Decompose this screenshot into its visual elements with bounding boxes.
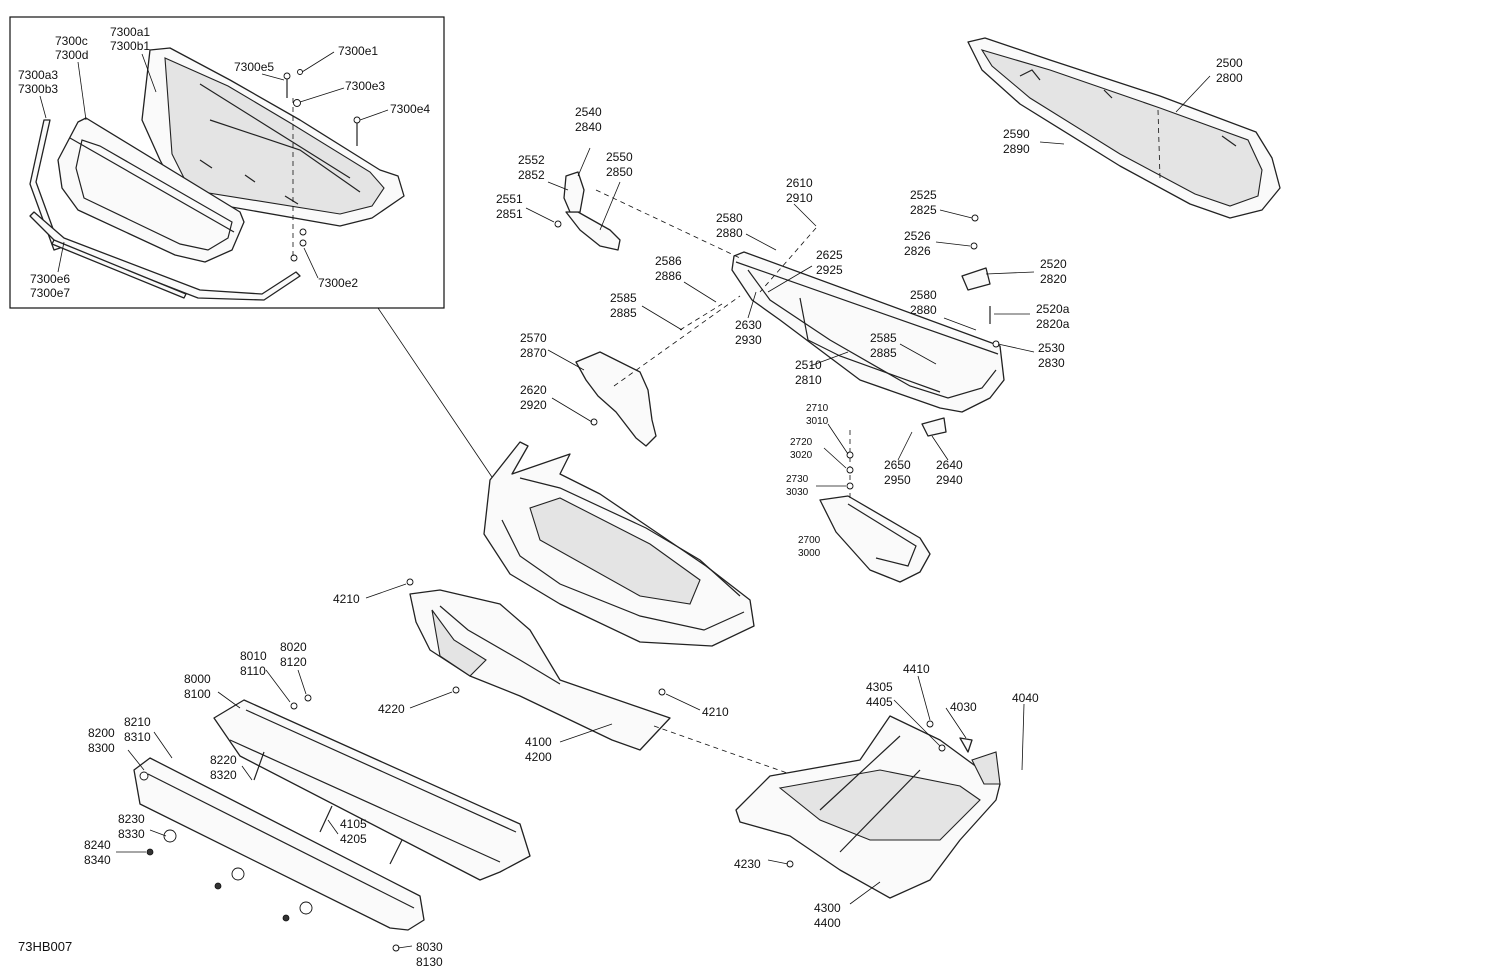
- label-7300e2: 7300e2: [318, 276, 358, 290]
- axis-4100-4300: [653, 725, 791, 775]
- label-7300e1: 7300e1: [338, 44, 378, 58]
- inset-seal-strip-bottom: [29, 211, 301, 301]
- side-panel-4100: [409, 589, 671, 751]
- inset-door-panel: [141, 47, 405, 227]
- axis-2570-frame: [613, 295, 741, 387]
- axis-2585: [679, 303, 723, 331]
- fastener-2526: [970, 242, 978, 250]
- door-frame-2510: [731, 251, 1005, 413]
- label-7300e5: 7300e5: [234, 60, 274, 74]
- fastener-4210-top: [406, 578, 414, 586]
- fastener-4305: [938, 744, 946, 752]
- label-4030: 4030: [950, 700, 977, 714]
- inset-seal-strip-left: [29, 119, 61, 251]
- skid-plate-4300: [735, 715, 1001, 899]
- inset-door-frame: [57, 117, 245, 263]
- label-4220: 4220: [378, 702, 405, 716]
- inset-fasteners: [283, 69, 361, 262]
- bracket-2640: [921, 417, 947, 437]
- fastener-2730: [846, 482, 854, 490]
- fastener-4210-right: [658, 688, 666, 696]
- rail-8200: [133, 757, 425, 931]
- fastener-4410: [926, 720, 934, 728]
- leader-lines: [39, 51, 1211, 949]
- inset-detail-frame: [9, 16, 445, 309]
- bracket-2550: [565, 211, 621, 251]
- fastener-2720: [846, 466, 854, 474]
- fastener-2710: [846, 451, 854, 459]
- reference-code: 73HB007: [18, 939, 72, 954]
- inset-lower-strip: [51, 239, 187, 299]
- fastener-2551: [554, 220, 562, 228]
- label-7300e4: 7300e4: [390, 102, 430, 116]
- bracket-2570: [575, 351, 657, 447]
- bracket-2540: [563, 171, 585, 213]
- label-4210-right: 4210: [702, 705, 729, 719]
- fastener-2620: [590, 418, 598, 426]
- label-4210-top: 4210: [333, 592, 360, 606]
- label-4230: 4230: [734, 857, 761, 871]
- rocker-panel-8000: [213, 699, 531, 881]
- inset-callout-line: [377, 307, 497, 484]
- clip-4030: [959, 737, 973, 753]
- hinge-2520: [961, 267, 991, 291]
- label-4040: 4040: [1012, 691, 1039, 705]
- door-assembly-center: [483, 441, 755, 647]
- fastener-4220: [452, 686, 460, 694]
- fastener-2525: [971, 214, 979, 222]
- label-7300e3: 7300e3: [345, 79, 385, 93]
- panel-2700: [819, 495, 931, 583]
- label-4410: 4410: [903, 662, 930, 676]
- door-panel-2500: [967, 37, 1281, 219]
- rail-hardware: [146, 694, 403, 952]
